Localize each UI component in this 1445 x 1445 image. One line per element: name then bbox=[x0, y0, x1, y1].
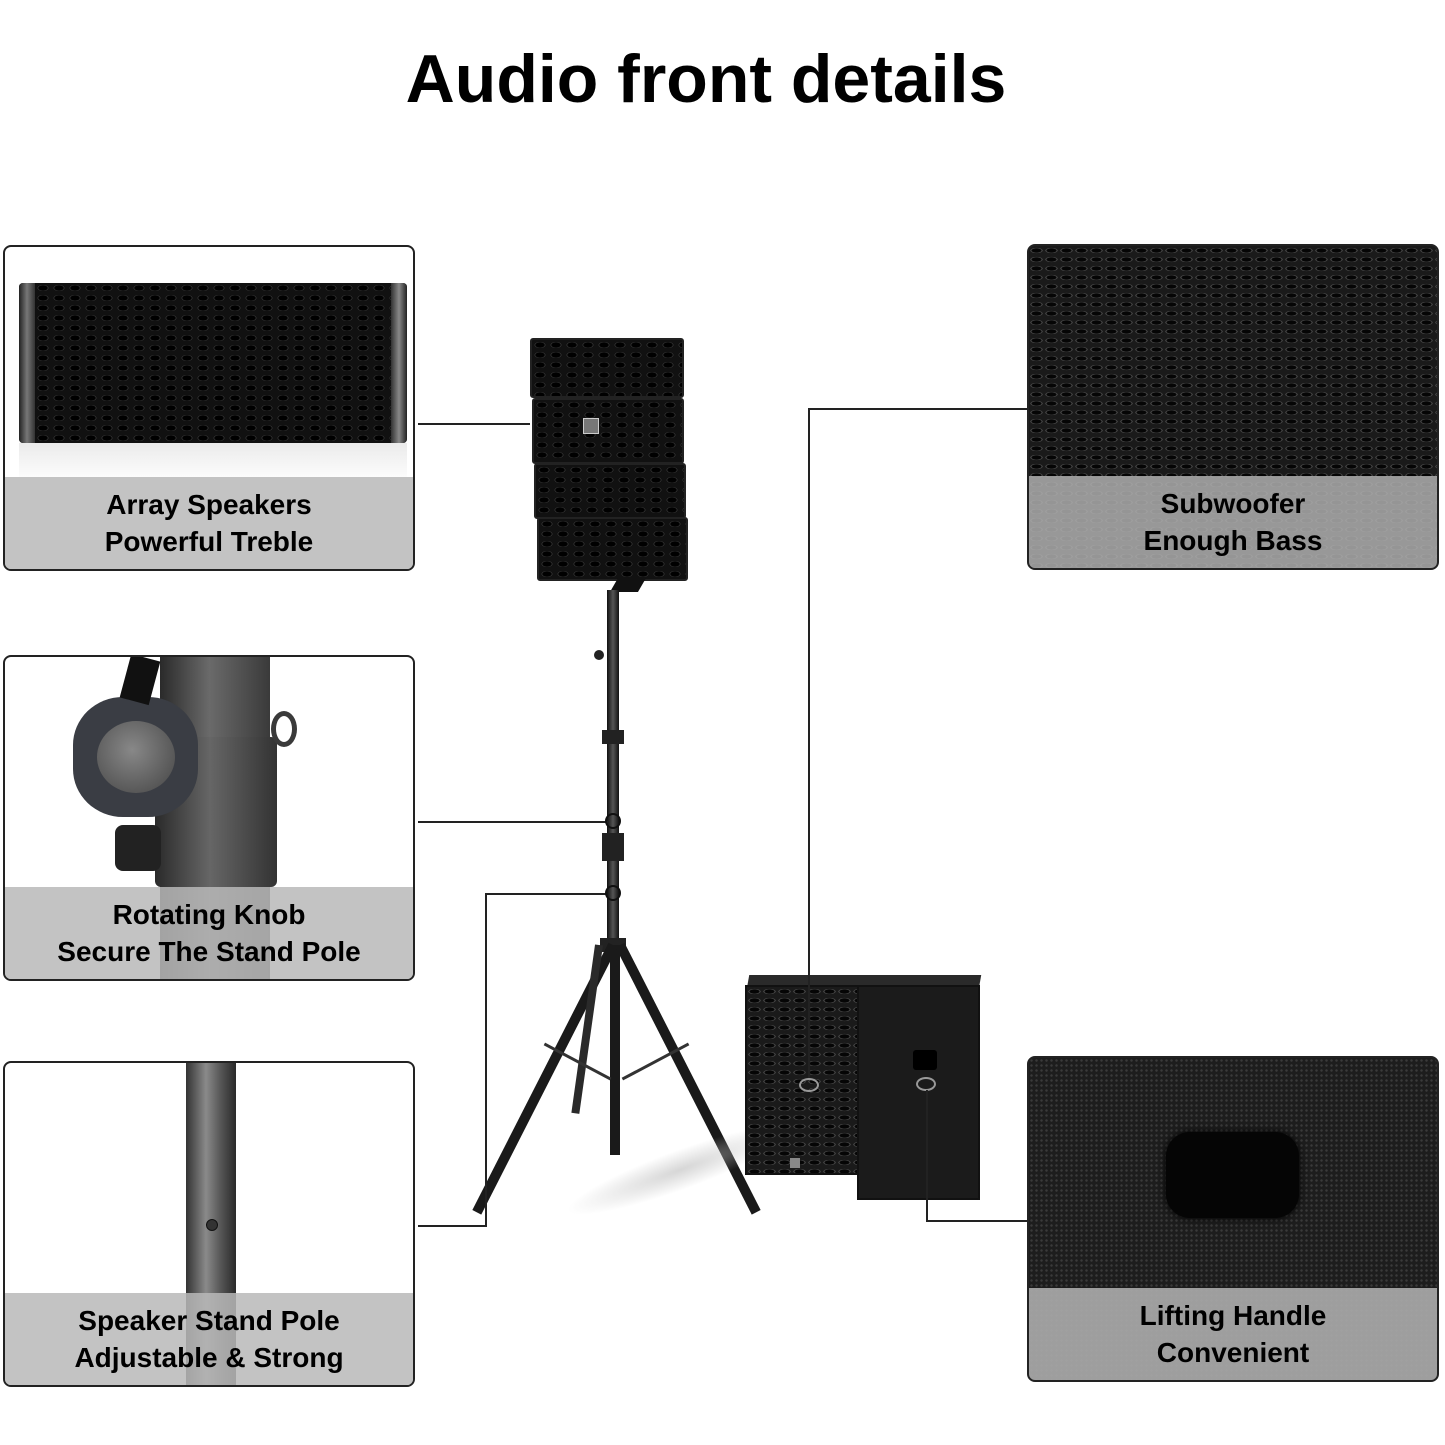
caption-line-1: Speaker Stand Pole bbox=[78, 1305, 340, 1336]
card-rotating-knob: Rotating Knob Secure The Stand Pole bbox=[3, 655, 415, 981]
caption: Lifting Handle Convenient bbox=[1029, 1288, 1437, 1380]
caption: Rotating Knob Secure The Stand Pole bbox=[5, 887, 413, 979]
array-speaker-image bbox=[19, 283, 407, 443]
callout-line-pole-v bbox=[485, 893, 487, 1227]
page-title: Audio front details bbox=[405, 41, 1007, 117]
handle-recess bbox=[1166, 1132, 1299, 1218]
caption: Array Speakers Powerful Treble bbox=[5, 477, 413, 569]
caption-line-2: Secure The Stand Pole bbox=[57, 936, 361, 967]
caption-line-2: Powerful Treble bbox=[104, 526, 314, 557]
caption-line-2: Adjustable & Strong bbox=[74, 1342, 344, 1373]
callout-line-array bbox=[418, 423, 530, 425]
card-stand-pole: Speaker Stand Pole Adjustable & Strong bbox=[3, 1061, 415, 1387]
card-lifting-handle: Lifting Handle Convenient bbox=[1027, 1056, 1439, 1382]
callout-line-sub-v bbox=[808, 408, 810, 1080]
caption-line-1: Lifting Handle bbox=[1139, 1300, 1327, 1331]
callout-line-pole-h2 bbox=[485, 893, 607, 895]
callout-ring-handle bbox=[916, 1077, 936, 1091]
knob-image bbox=[5, 657, 413, 979]
callout-ring-knob bbox=[605, 813, 621, 829]
card-subwoofer: Subwoofer Enough Bass bbox=[1027, 244, 1439, 570]
callout-line-handle-h bbox=[926, 1220, 1028, 1222]
caption-line-2: Convenient bbox=[1156, 1337, 1310, 1368]
callout-line-sub-h bbox=[808, 408, 1028, 410]
callout-ring-pole bbox=[605, 885, 621, 901]
caption-line-1: Rotating Knob bbox=[112, 899, 306, 930]
caption-line-2: Enough Bass bbox=[1143, 525, 1323, 556]
callout-ring-sub bbox=[799, 1078, 819, 1092]
callout-line-pole-h1 bbox=[418, 1225, 486, 1227]
card-array-speakers: Array Speakers Powerful Treble bbox=[3, 245, 415, 571]
callout-line-handle-v bbox=[926, 1090, 928, 1222]
caption: Subwoofer Enough Bass bbox=[1029, 476, 1437, 568]
caption: Speaker Stand Pole Adjustable & Strong bbox=[5, 1293, 413, 1385]
caption-line-1: Subwoofer bbox=[1160, 488, 1306, 519]
caption-line-1: Array Speakers bbox=[106, 489, 312, 520]
callout-line-knob bbox=[418, 821, 608, 823]
